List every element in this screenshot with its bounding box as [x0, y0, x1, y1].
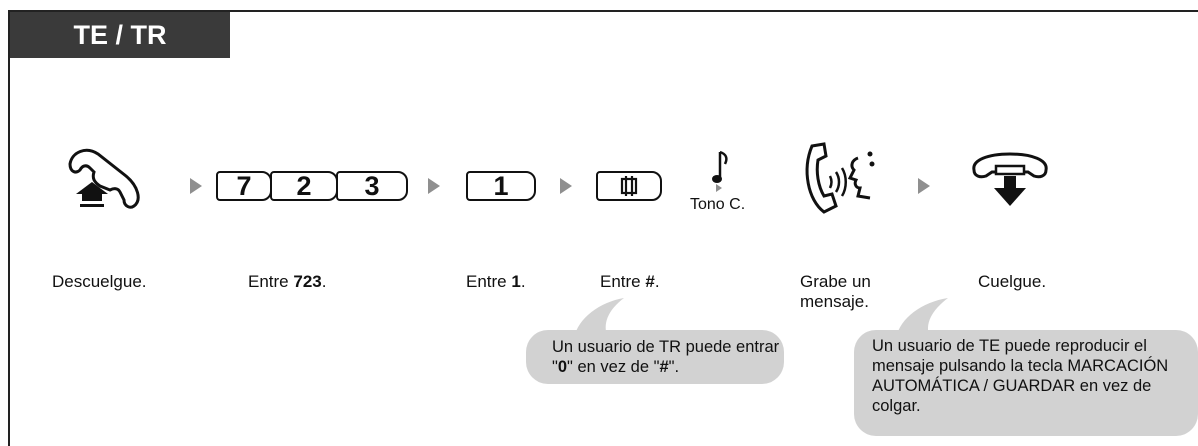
caption-record: Grabe un mensaje.	[800, 272, 871, 311]
step-arrow	[190, 178, 202, 194]
step-arrow	[560, 178, 572, 194]
tab-label: TE / TR	[73, 19, 167, 50]
off-hook-icon	[68, 148, 140, 209]
step-arrow	[428, 178, 440, 194]
step-arrow	[918, 178, 930, 194]
note-pointer	[574, 298, 624, 338]
key-2: 2	[270, 171, 338, 201]
note-pointer	[896, 298, 948, 338]
key-1: 1	[466, 171, 536, 201]
tone-label: Tono C.	[690, 196, 746, 213]
caption-enter-723: Entre 723.	[248, 272, 327, 291]
tab-header: TE / TR	[10, 12, 230, 58]
record-message-icon	[805, 142, 875, 214]
tone-note-icon	[712, 150, 728, 192]
caption-offhook: Descuelgue.	[52, 272, 147, 291]
on-hook-icon	[972, 152, 1048, 206]
caption-onhook: Cuelgue.	[978, 272, 1047, 291]
caption-enter-1: Entre 1.	[466, 272, 526, 291]
key-7: 7	[216, 171, 272, 201]
hash-icon	[620, 176, 638, 196]
note-te-user: Un usuario de TE puede reproducir el men…	[854, 330, 1198, 436]
caption-enter-hash: Entre #.	[600, 272, 660, 291]
key-hash	[596, 171, 662, 201]
note-tr-user: Un usuario de TR puede entrar "0" en vez…	[526, 330, 784, 384]
content-frame	[8, 10, 1198, 446]
key-3: 3	[336, 171, 408, 201]
